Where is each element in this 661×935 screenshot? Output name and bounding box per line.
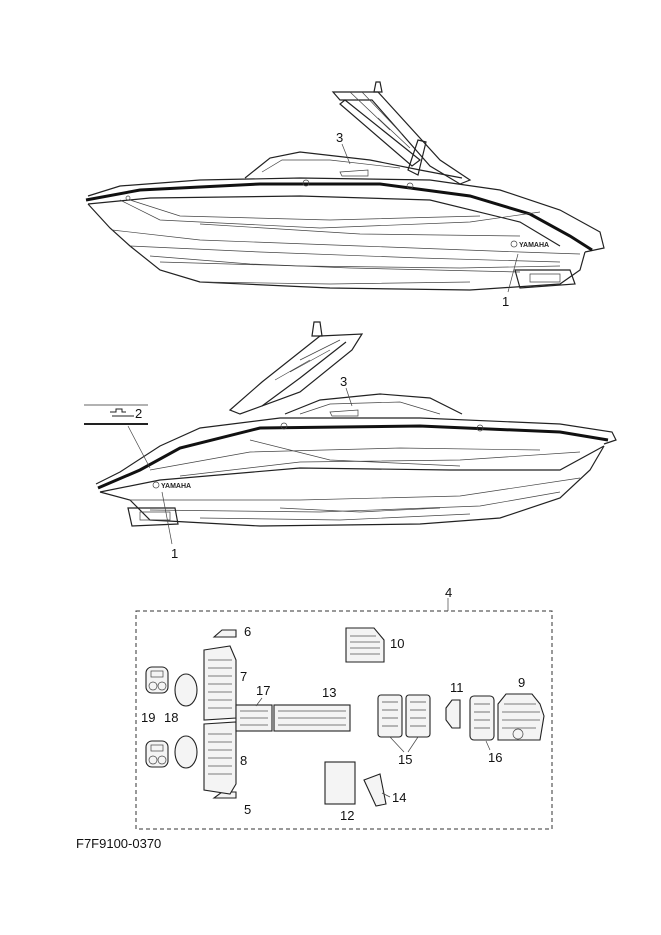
mat-12 bbox=[324, 761, 356, 805]
callout-2: 2 bbox=[135, 406, 142, 421]
callout-6: 6 bbox=[244, 624, 251, 639]
mat-kit-group: 4 6 5 7 8 bbox=[135, 585, 553, 830]
callout-3-bottom: 3 bbox=[340, 374, 347, 389]
callout-16: 16 bbox=[488, 750, 502, 765]
mat-11 bbox=[445, 699, 461, 729]
callout-7: 7 bbox=[240, 669, 247, 684]
cup-pad-19a bbox=[145, 666, 169, 694]
decal-icon bbox=[84, 404, 148, 425]
callout-5: 5 bbox=[244, 802, 251, 817]
mat-17 bbox=[235, 704, 273, 732]
mat-15a bbox=[377, 694, 403, 738]
mat-10 bbox=[345, 627, 385, 663]
callout-3-top: 3 bbox=[336, 130, 343, 145]
callout-1-bottom: 1 bbox=[171, 546, 178, 561]
callout-4: 4 bbox=[445, 585, 452, 600]
mat-9 bbox=[497, 693, 545, 741]
mat-14 bbox=[363, 773, 387, 807]
callout-19: 19 bbox=[141, 710, 155, 725]
mat-16 bbox=[469, 695, 495, 741]
callout-15: 15 bbox=[398, 752, 412, 767]
callout-13: 13 bbox=[322, 685, 336, 700]
mat-13 bbox=[273, 704, 351, 732]
cup-pad-19b bbox=[145, 740, 169, 768]
oval-18a bbox=[174, 673, 198, 707]
oval-18b bbox=[174, 735, 198, 769]
callout-12: 12 bbox=[340, 808, 354, 823]
callout-11: 11 bbox=[450, 680, 464, 695]
callout-10: 10 bbox=[390, 636, 404, 651]
drawing-code: F7F9100-0370 bbox=[76, 836, 162, 851]
yamaha-logo-top: YAMAHA bbox=[519, 242, 549, 249]
boat-bottom-view: YAMAHA 2 3 1 bbox=[84, 321, 617, 561]
mat-7 bbox=[203, 645, 237, 721]
callout-8: 8 bbox=[240, 753, 247, 768]
callout-18: 18 bbox=[164, 710, 178, 725]
callout-14: 14 bbox=[392, 790, 406, 805]
callout-1-top: 1 bbox=[502, 294, 509, 309]
mat-15b bbox=[405, 694, 431, 738]
boat-top-view: YAMAHA 3 1 bbox=[85, 81, 605, 309]
callout-17: 17 bbox=[256, 683, 270, 698]
callout-9: 9 bbox=[518, 675, 525, 690]
mat-8 bbox=[203, 721, 237, 795]
yamaha-logo-bottom: YAMAHA bbox=[161, 483, 191, 490]
